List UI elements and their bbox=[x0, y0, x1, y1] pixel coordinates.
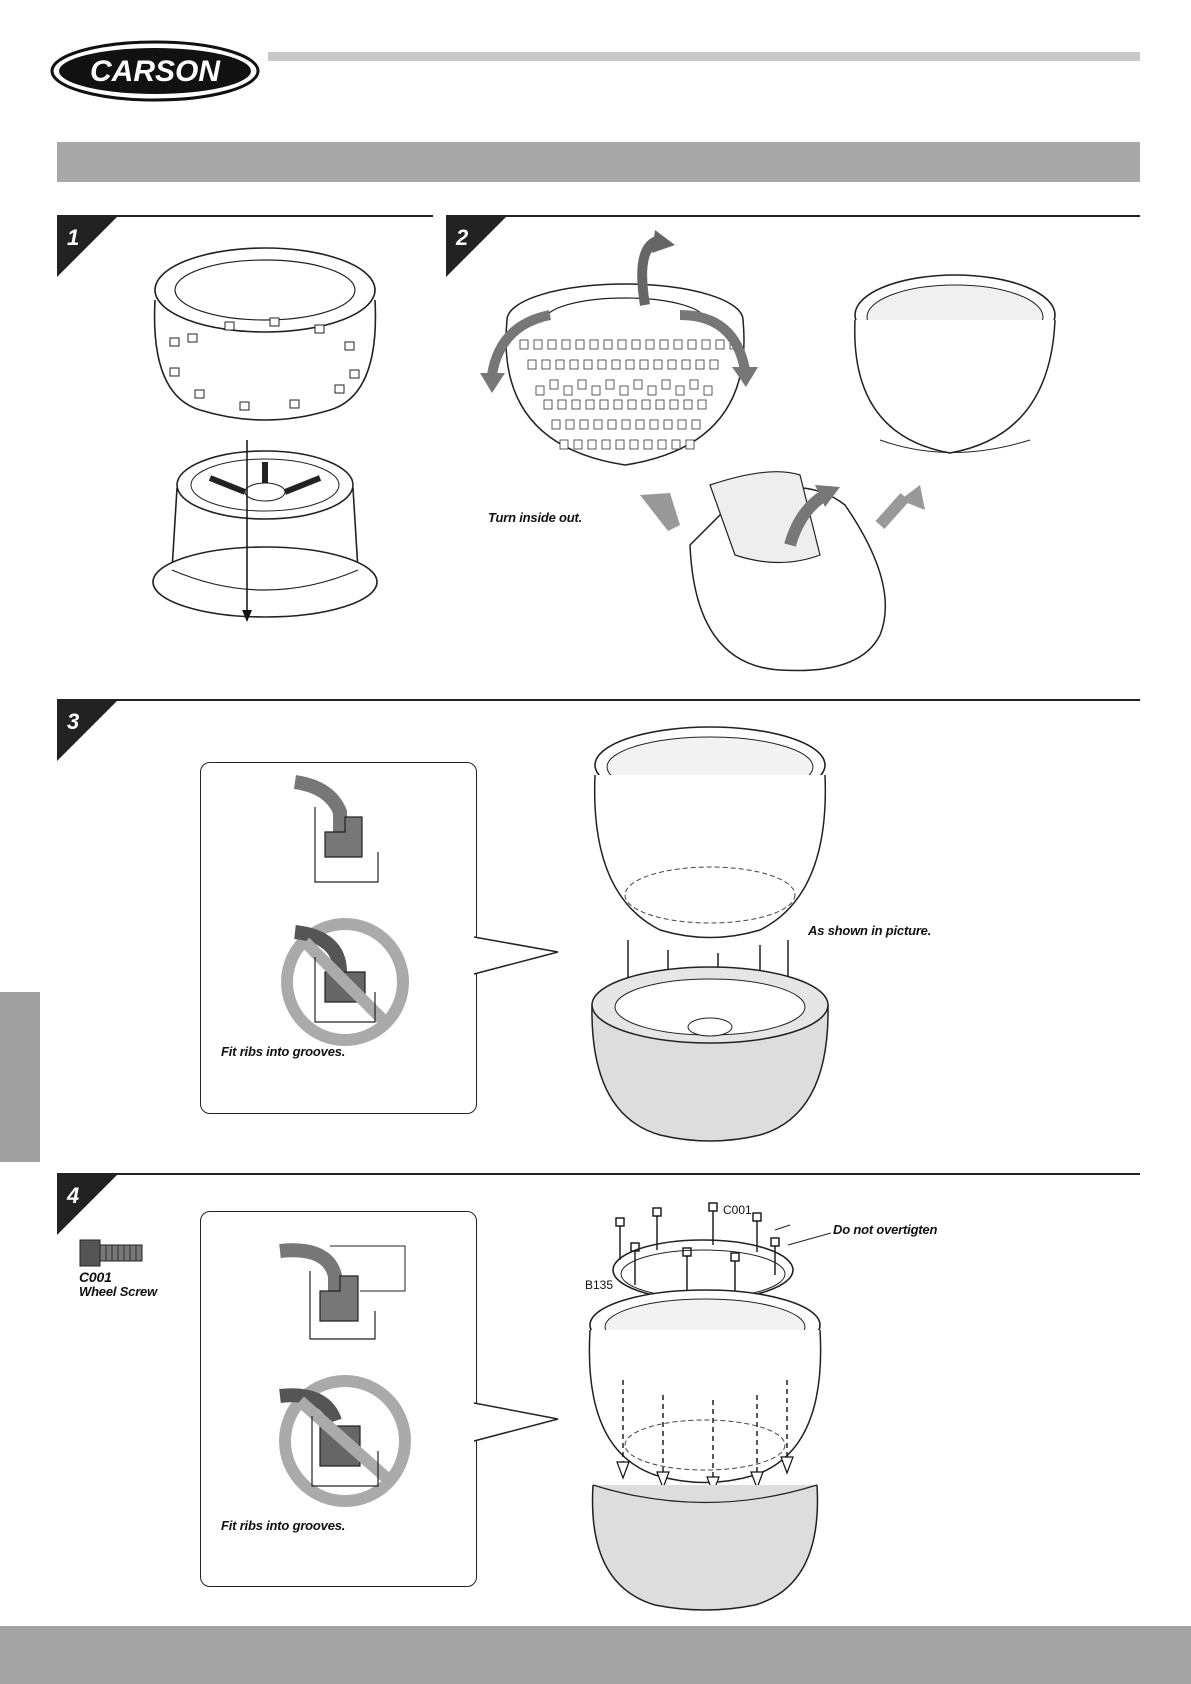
ring-label: B135 bbox=[585, 1278, 613, 1292]
footer-band bbox=[0, 1626, 1191, 1684]
step-3-detail-caption: Fit ribs into grooves. bbox=[221, 1044, 345, 1059]
header-rule bbox=[268, 52, 1140, 61]
step-3-badge: 3 bbox=[57, 699, 125, 765]
step-4-badge: 4 bbox=[57, 1173, 125, 1239]
step-3-rule bbox=[57, 699, 1140, 701]
part-code: C001 bbox=[79, 1269, 112, 1285]
svg-text:4: 4 bbox=[66, 1183, 79, 1208]
step-3-detail-callout bbox=[200, 762, 560, 1112]
part-name: Wheel Screw bbox=[79, 1284, 157, 1299]
step-1-badge: 1 bbox=[57, 215, 125, 281]
step-1-tire-over-rim-illustration bbox=[140, 230, 390, 640]
step-4-screw-assembly-illustration bbox=[575, 1200, 845, 1620]
step-3-tire-onto-rim-illustration bbox=[580, 715, 840, 1160]
step-4-rule bbox=[57, 1173, 1140, 1175]
warning-leader bbox=[785, 1230, 835, 1250]
step-3-main-caption: As shown in picture. bbox=[808, 923, 931, 938]
title-band bbox=[57, 142, 1140, 182]
step-2-caption: Turn inside out. bbox=[488, 510, 582, 525]
step-2-rule bbox=[446, 215, 1140, 217]
side-tab bbox=[0, 992, 40, 1162]
svg-text:CARSON: CARSON bbox=[90, 55, 221, 88]
torque-warning: Do not overtigten bbox=[833, 1222, 937, 1237]
step-4-detail-caption: Fit ribs into grooves. bbox=[221, 1518, 345, 1533]
carson-logo: CARSON bbox=[50, 40, 260, 102]
svg-text:1: 1 bbox=[67, 225, 79, 250]
svg-text:3: 3 bbox=[67, 709, 79, 734]
svg-text:2: 2 bbox=[455, 225, 469, 250]
step-2-tire-inversion-illustration bbox=[480, 225, 1060, 685]
screw-label: C001 bbox=[723, 1203, 752, 1217]
wheel-screw-icon bbox=[80, 1240, 144, 1266]
